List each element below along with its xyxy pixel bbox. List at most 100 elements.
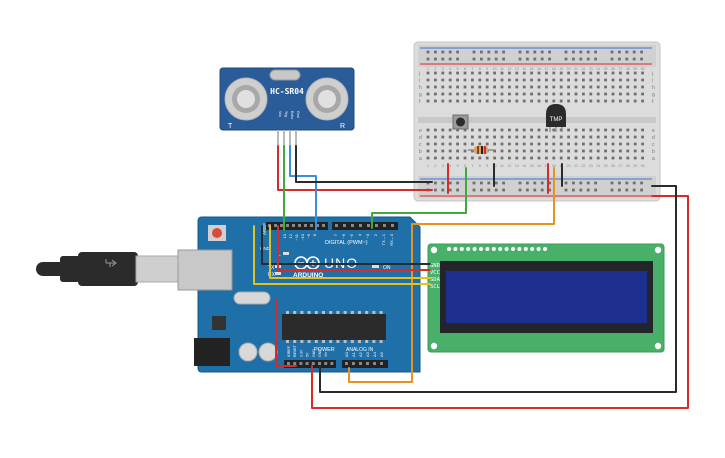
breadboard-hole xyxy=(493,142,496,146)
wire-lcd-sda[interactable] xyxy=(269,225,431,279)
sensor-pin-label: Gnd xyxy=(296,111,300,118)
rail-hole xyxy=(632,188,636,192)
digital-header-label: DIGITAL (PWM~) xyxy=(325,240,368,246)
rail-hole xyxy=(564,181,568,185)
breadboard-hole xyxy=(530,142,533,146)
rail-hole xyxy=(594,188,597,192)
breadboard-hole xyxy=(426,92,430,96)
resistor xyxy=(468,146,494,154)
lcd-header-pin xyxy=(447,247,451,251)
rail-hole xyxy=(572,57,575,61)
breadboard-hole xyxy=(545,142,548,146)
chip-pin xyxy=(365,311,369,314)
wire-sensor-vcc[interactable] xyxy=(277,145,433,191)
header-hole xyxy=(299,362,303,365)
wire-gnd-rail[interactable] xyxy=(319,185,677,393)
lcd-mount-hole xyxy=(430,342,438,350)
column-number: 25 xyxy=(604,164,608,168)
breadboard-hole xyxy=(641,71,644,75)
breadboard-hole xyxy=(596,128,600,132)
column-number: 26 xyxy=(611,164,615,168)
lcd-pin-sda: SDA xyxy=(430,277,441,283)
breadboard-hole xyxy=(552,78,556,82)
lcd-header-pin xyxy=(479,247,483,251)
usb-plug-body xyxy=(78,252,138,286)
wire-sensor-echo[interactable] xyxy=(289,145,317,231)
row-letter: b xyxy=(419,149,422,155)
column-number: 12 xyxy=(507,164,511,168)
column-number: 25 xyxy=(604,67,608,71)
breadboard-hole xyxy=(567,128,570,132)
chip-pin xyxy=(336,340,340,343)
wire-sensor-gnd[interactable] xyxy=(295,145,433,183)
breadboard-hole xyxy=(493,71,496,75)
column-number: 18 xyxy=(552,67,556,71)
header-hole xyxy=(280,224,283,227)
breadboard-hole xyxy=(426,99,430,103)
wire-button-signal[interactable] xyxy=(371,167,467,229)
power-pin-label: 5V xyxy=(306,352,310,357)
wire-lcd-vcc[interactable] xyxy=(277,225,431,271)
breadboard-hole xyxy=(582,142,585,146)
lcd-module[interactable]: GND VCC SDA SCL xyxy=(427,243,665,353)
breadboard-hole xyxy=(596,92,600,96)
header-hole xyxy=(375,224,378,227)
column-number: 23 xyxy=(589,67,593,71)
breadboard-hole xyxy=(522,99,526,103)
wire-temperature-signal[interactable] xyxy=(348,167,555,383)
breadboard-hole xyxy=(604,128,607,132)
lcd-mount-hole xyxy=(430,246,438,254)
breadboard-hole xyxy=(441,85,445,89)
rail-hole xyxy=(618,181,621,185)
rail-hole xyxy=(618,188,621,192)
analog-pin-label: A2 xyxy=(358,351,363,357)
header-hole xyxy=(391,224,394,227)
breadboard-hole xyxy=(641,99,644,103)
breadboard-hole xyxy=(515,149,519,153)
rail-hole xyxy=(502,181,505,185)
rail-hole xyxy=(480,181,483,185)
breadboard-hole xyxy=(478,128,482,132)
breadboard-hole xyxy=(448,156,452,160)
pushbutton[interactable] xyxy=(452,114,469,130)
breadboard-hole xyxy=(552,99,556,103)
rail-hole xyxy=(494,188,498,192)
rail-hole xyxy=(548,188,551,192)
breadboard-hole xyxy=(604,78,607,82)
breadboard-hole xyxy=(552,142,556,146)
breadboard-hole xyxy=(530,128,533,132)
breadboard-hole xyxy=(508,78,511,82)
rail-hole xyxy=(594,57,597,61)
wire-lcd-gnd[interactable] xyxy=(261,225,431,265)
breadboard-hole xyxy=(596,99,600,103)
breadboard-hole xyxy=(478,71,482,75)
breadboard-hole xyxy=(589,92,593,96)
rail-hole xyxy=(434,57,437,61)
breadboard-hole xyxy=(515,128,519,132)
digital-pin-label: 13 xyxy=(282,233,287,238)
wire-5v-local[interactable] xyxy=(275,299,297,367)
arduino-label: ARDUINO xyxy=(293,272,323,279)
breadboard-hole xyxy=(471,92,474,96)
temperature-sensor[interactable]: TMP xyxy=(546,104,566,132)
lcd-header-pin xyxy=(453,247,458,251)
breadboard-hole xyxy=(530,99,533,103)
lcd-header-pin xyxy=(491,247,496,251)
row-letter: f xyxy=(419,99,421,105)
wire-lcd-scl[interactable] xyxy=(253,225,431,285)
lcd-header-pin xyxy=(472,247,477,251)
breadboard-hole xyxy=(641,128,644,132)
breadboard-hole xyxy=(508,128,511,132)
breadboard-hole xyxy=(582,92,585,96)
lcd-header-pin xyxy=(485,247,490,251)
breadboard-top-rail xyxy=(418,45,656,67)
column-number: 3 xyxy=(442,164,444,168)
power-pin-label: IOREF xyxy=(287,345,291,357)
column-number: 20 xyxy=(567,67,571,71)
breadboard-hole xyxy=(626,149,630,153)
breadboard-hole xyxy=(582,71,585,75)
